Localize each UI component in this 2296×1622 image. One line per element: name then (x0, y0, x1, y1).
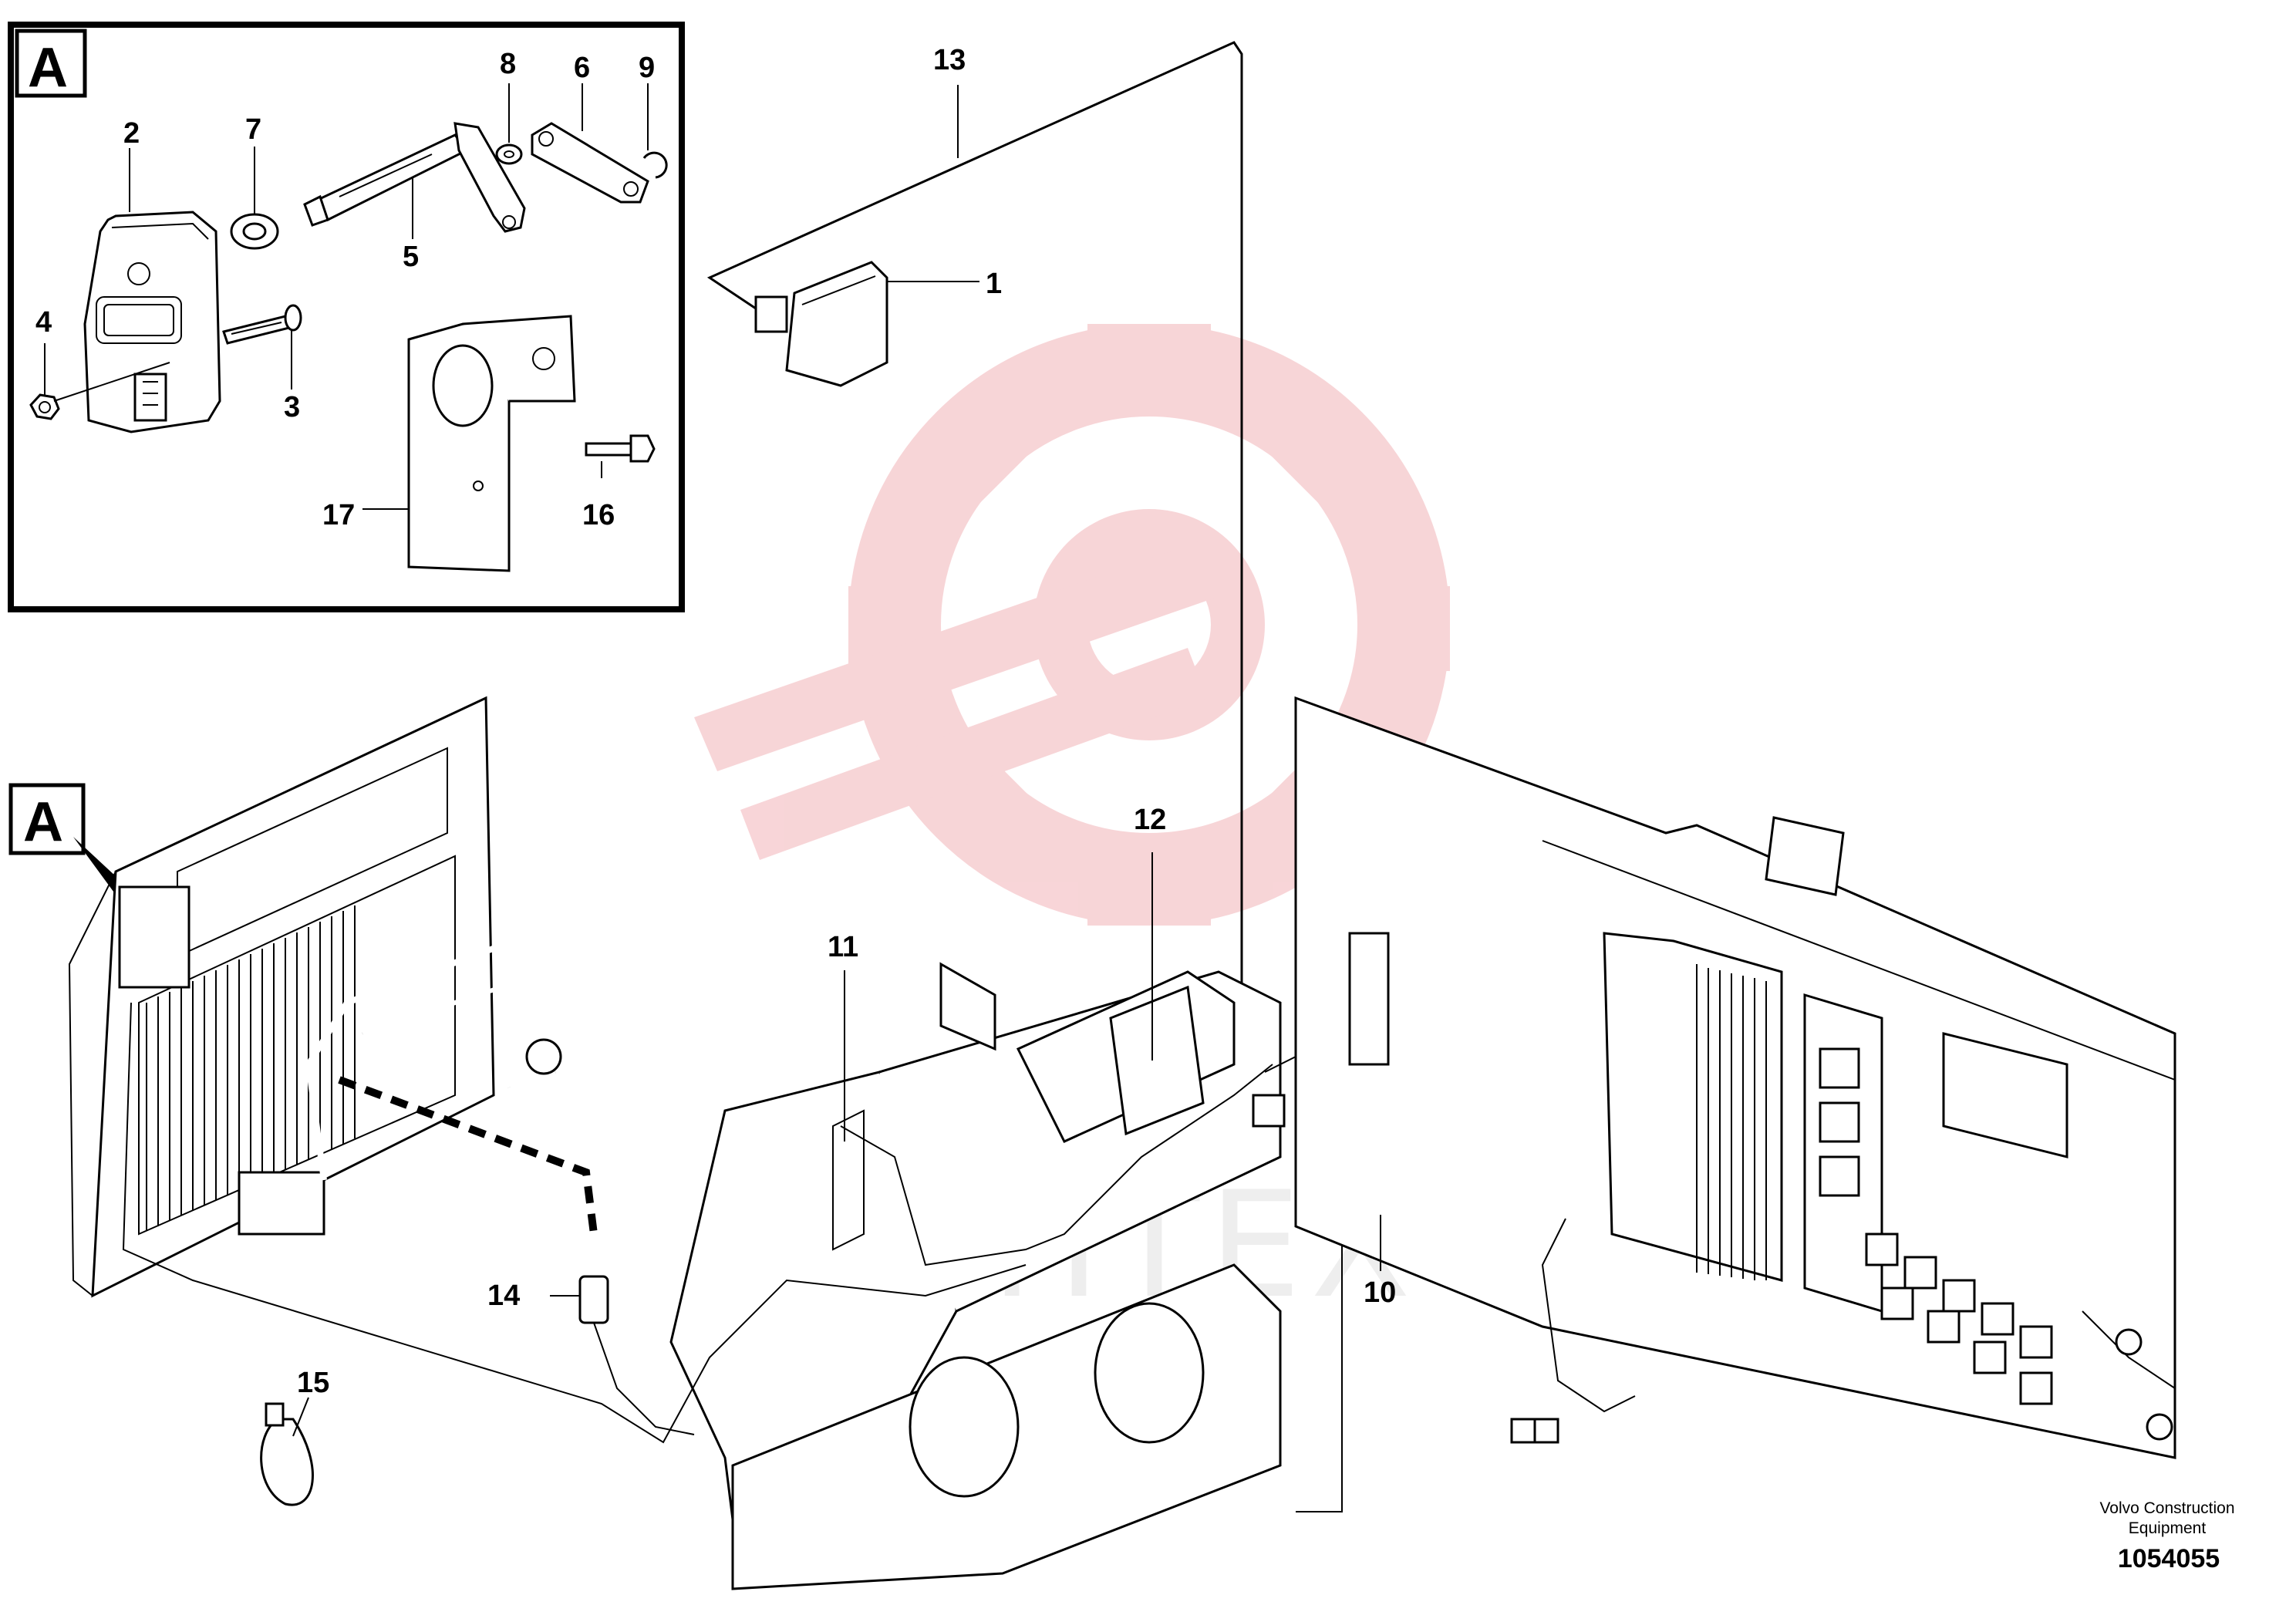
callout-10: 10 (1364, 1276, 1396, 1309)
sensor-cable-dashed (338, 1076, 598, 1235)
circlip (642, 151, 668, 179)
credit-line-2: Equipment (2129, 1519, 2207, 1537)
detail-box-a: A (8, 22, 685, 612)
callout-4: 4 (35, 306, 52, 339)
electrical-panel (1294, 696, 2176, 1459)
washer (495, 143, 523, 165)
heater-core-panel (68, 696, 495, 1298)
coolant-hoses (305, 922, 589, 1181)
document-number: 1054055 (2118, 1544, 2220, 1573)
callout-6: 6 (574, 52, 590, 84)
detail-reference-a: A (8, 783, 127, 895)
callout-8: 8 (500, 48, 516, 80)
link-arm (531, 122, 649, 204)
callout-labels: 1 2 3 4 5 6 7 8 9 10 11 12 13 14 15 16 1… (35, 44, 1396, 1399)
callout-13: 13 (933, 44, 966, 76)
nut (29, 393, 60, 420)
grommet (230, 213, 279, 250)
callout-11: 11 (828, 931, 858, 963)
detail-box-label: A (28, 37, 68, 99)
relay-block (1865, 1233, 2053, 1405)
callout-12: 12 (1134, 804, 1166, 836)
actuator-housing (83, 211, 221, 433)
callout-3: 3 (284, 391, 300, 423)
manufacturer-credit: Volvo Construction Equipment 1054055 (2099, 1499, 2234, 1573)
cable-tie (260, 1402, 314, 1506)
callout-15: 15 (297, 1367, 329, 1399)
callout-9: 9 (639, 52, 655, 84)
heater-unit-housing (669, 962, 1343, 1590)
callout-16: 16 (582, 499, 615, 531)
control-knob-unit (754, 261, 979, 387)
callout-2: 2 (123, 117, 140, 150)
mounting-bracket (407, 315, 576, 572)
callout-5: 5 (403, 241, 419, 273)
callout-14: 14 (487, 1280, 520, 1312)
temperature-sensor (578, 1275, 695, 1435)
screw (585, 434, 656, 463)
watermark-gear-logo (694, 324, 1450, 926)
callout-17: 17 (322, 499, 355, 531)
shaft-lever (303, 122, 526, 233)
callout-1: 1 (986, 268, 1002, 300)
bolt (222, 304, 302, 345)
detail-reference-label: A (23, 791, 63, 853)
callout-7: 7 (245, 113, 261, 146)
credit-line-1: Volvo Construction (2099, 1499, 2234, 1517)
